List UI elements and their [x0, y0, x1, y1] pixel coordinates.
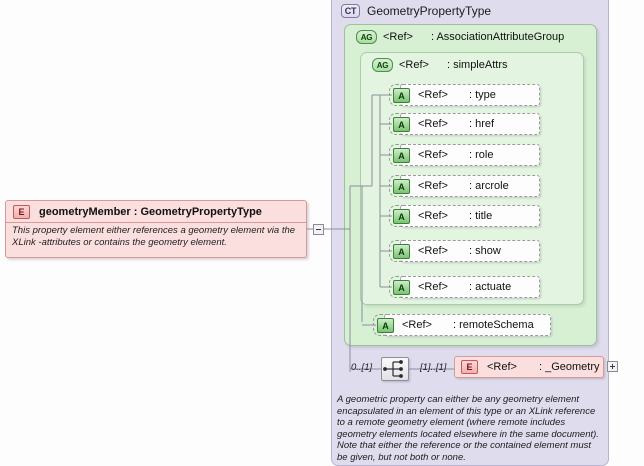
attribute-name: : role [469, 149, 494, 161]
cardinality-left: 0..[1] [351, 362, 373, 373]
attribute-icon: A [393, 117, 410, 132]
complex-type-title: GeometryPropertyType [367, 4, 492, 18]
row-connector-arc [373, 314, 387, 336]
row-connector-arc [389, 276, 403, 298]
row-connector-arc [389, 205, 403, 227]
row-connector-arc [389, 113, 403, 135]
attribute-name: : type [469, 89, 496, 101]
attribute-row[interactable]: A <Ref> : show [389, 240, 540, 262]
attribute-icon: A [393, 148, 410, 163]
attribute-icon: A [393, 88, 410, 103]
complex-type-icon: CT [341, 4, 360, 18]
attribute-row[interactable]: A <Ref> : actuate [389, 276, 540, 298]
attribute-row[interactable]: A <Ref> : role [389, 144, 540, 166]
attribute-ref: <Ref> [418, 149, 448, 161]
attribute-group-name: : simpleAttrs [446, 59, 508, 71]
row-connector-arc [389, 144, 403, 166]
element-title: geometryMember : GeometryPropertyType [39, 205, 262, 218]
element-icon: E [461, 360, 478, 374]
attribute-ref: <Ref> [418, 245, 448, 257]
element-description: This property element either references … [12, 225, 296, 248]
cardinality-right: [1]..[1] [420, 362, 447, 373]
plus-icon-vertical [612, 364, 613, 369]
attribute-ref: <Ref> [418, 89, 448, 101]
attribute-name: : title [469, 210, 493, 222]
element-box-geometrymember[interactable]: E geometryMember : GeometryPropertyType … [5, 200, 307, 258]
attribute-name: : actuate [469, 281, 512, 293]
attribute-icon: A [393, 280, 410, 295]
attribute-group-header-simpleattrs[interactable]: AG <Ref> : simpleAttrs [372, 58, 507, 72]
attribute-ref: <Ref> [418, 118, 448, 130]
attribute-ref: <Ref> [418, 281, 448, 293]
attribute-icon: A [393, 209, 410, 224]
attribute-group-name: : AssociationAttributeGroup [430, 31, 565, 43]
row-connector-arc [389, 240, 403, 262]
attribute-ref: <Ref> [418, 210, 448, 222]
element-icon: E [13, 204, 30, 219]
attribute-ref: <Ref> [418, 180, 448, 192]
attribute-name: : href [469, 118, 495, 130]
expand-toggle-geometry[interactable] [607, 361, 618, 372]
minus-icon [316, 229, 321, 230]
attribute-row[interactable]: A <Ref> : arcrole [389, 175, 540, 197]
attribute-icon: A [377, 318, 394, 333]
attribute-row-remoteschema[interactable]: A <Ref> : remoteSchema [373, 314, 551, 336]
row-connector-arc [389, 84, 403, 106]
element-box-geometry[interactable]: E <Ref> : _Geometry [454, 356, 604, 378]
attribute-name: : show [469, 245, 501, 257]
attribute-group-ref: <Ref> [399, 59, 429, 71]
sequence-connector-icon[interactable] [381, 357, 409, 381]
attribute-row[interactable]: A <Ref> : href [389, 113, 540, 135]
attribute-name: : arcrole [469, 180, 509, 192]
attribute-name: : remoteSchema [453, 319, 534, 331]
attribute-row[interactable]: A <Ref> : type [389, 84, 540, 106]
attribute-row[interactable]: A <Ref> : title [389, 205, 540, 227]
attribute-ref: <Ref> [402, 319, 432, 331]
element-ref: <Ref> [487, 361, 517, 373]
annotation-text: A geometric property can either be any g… [337, 394, 599, 463]
row-connector-arc [389, 175, 403, 197]
attribute-group-header-association[interactable]: AG <Ref> : AssociationAttributeGroup [356, 30, 564, 44]
attribute-group-ref: <Ref> [383, 31, 413, 43]
element-header: E geometryMember : GeometryPropertyType [6, 201, 306, 223]
complex-type-header: CT GeometryPropertyType [341, 4, 491, 18]
collapse-toggle-geometrymember[interactable] [313, 224, 324, 235]
attribute-icon: A [393, 244, 410, 259]
attribute-icon: A [393, 179, 410, 194]
attribute-group-icon: AG [372, 58, 393, 72]
attribute-group-icon: AG [356, 30, 377, 44]
element-name: : _Geometry [539, 361, 600, 373]
